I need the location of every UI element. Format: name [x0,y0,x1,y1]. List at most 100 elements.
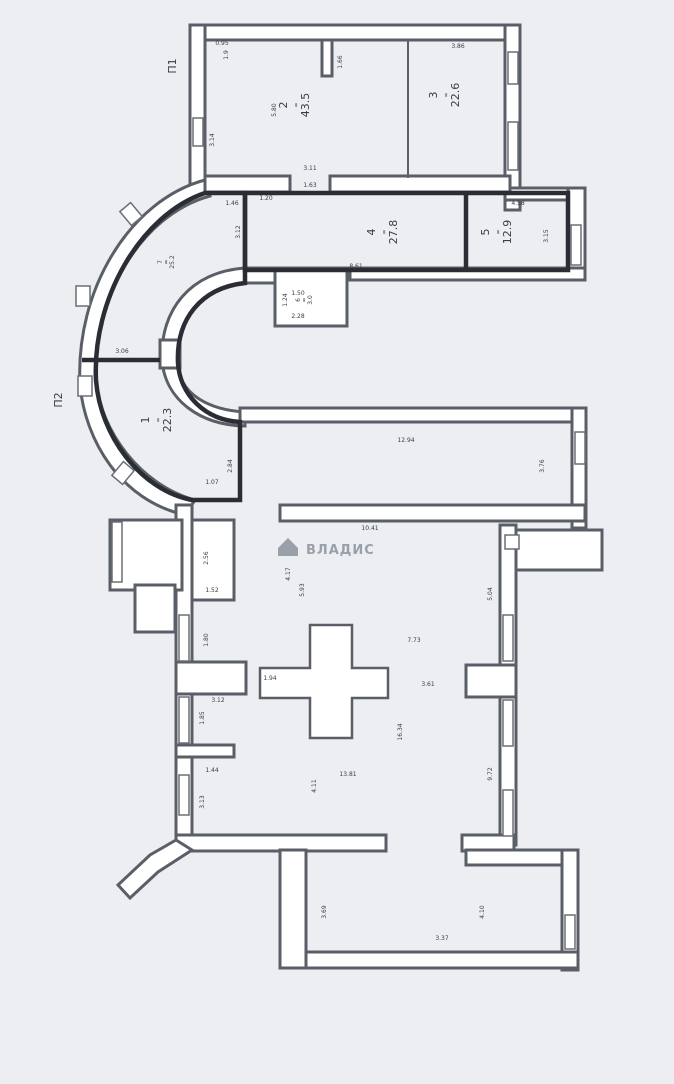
dimension-label: 1.52 [205,587,219,594]
small-room-6 [273,266,349,328]
porch-step [133,583,177,634]
cross-column [258,623,390,740]
wall [278,503,587,523]
dimension-label: 1.66 [337,55,344,69]
dimension-label: 3.61 [421,681,435,688]
room-sep: = [155,417,162,422]
dimension-label: 7.73 [407,637,421,644]
dimension-label: 16.34 [397,723,404,740]
window [111,521,123,583]
right-annex [514,528,604,572]
wall [238,406,587,424]
room-number: 6 [295,298,302,302]
wall-stub [464,663,518,699]
wall [278,848,308,970]
highlight-outline [82,190,571,503]
dimension-label: 1.80 [203,633,210,647]
window [110,460,136,486]
room-area: 3.0 [307,295,314,305]
room-sep: = [381,229,388,234]
window [564,914,576,950]
room-area: 22.6 [449,83,462,108]
dimension-label: 1.20 [259,195,273,202]
dimension-label: 3.12 [235,225,242,239]
window [574,431,586,465]
dimension-label: 10.41 [361,525,378,532]
floor-mark: П1 [166,58,179,73]
window [178,614,190,662]
dimension-label: 1.46 [225,200,239,207]
outer-walls [78,23,604,972]
highlight-rect [242,190,571,273]
dimension-label: 1.94 [263,675,277,682]
room-area: 43.5 [299,93,312,118]
wall [278,950,580,970]
room-area: 22.3 [161,408,174,433]
dimension-label: 2.56 [203,551,210,565]
dimension-label: 12.94 [397,437,414,444]
dimension-label: 3.15 [543,229,550,243]
room-sep: = [443,92,450,97]
dimension-label: 3.37 [435,935,449,942]
window [502,699,514,747]
wall [188,23,207,197]
window [570,224,582,266]
room-number: 1 [139,417,152,424]
dimension-label: 5.80 [271,103,278,117]
dimension-label: 3.86 [451,43,465,50]
dimension-label: 1.24 [282,293,289,307]
dimension-label: 4.10 [479,905,486,919]
window [178,696,190,744]
watermark-text: ВЛАДИС [306,543,375,558]
room-sep: = [293,102,300,107]
watermark-house-icon [278,538,298,556]
windows [75,51,586,950]
wall-stub [174,743,236,759]
dimension-label: 5.93 [299,583,306,597]
dimension-label: 8.61 [349,263,363,270]
dimension-label: 3.11 [303,165,317,172]
dimension-label: 1.50 [291,290,305,297]
dimension-label: 0.95 [215,40,229,47]
dimension-label: 4.17 [285,567,292,581]
window [502,789,514,837]
wall [320,38,334,78]
room-number: 2 [277,102,290,109]
window [192,117,204,147]
room-number: 3 [427,92,440,99]
dimension-label: 2.84 [227,459,234,473]
room-number: 4 [365,229,378,236]
room-sep: = [301,297,308,302]
dimension-label: 3.76 [539,459,546,473]
window [75,285,91,307]
dimension-label: 13.81 [339,771,356,778]
window [118,201,144,227]
wall-stub [174,660,248,696]
dimension-label: 9.72 [487,767,494,781]
dimension-label: 3.06 [115,348,129,355]
wall [464,848,578,867]
dimension-label: 4.58 [511,200,525,207]
wall [328,174,512,194]
partitions [82,38,518,759]
floor-mark: П2 [52,392,65,407]
room-area: 25.2 [169,255,176,269]
room-number: 5 [479,229,492,236]
window [77,375,93,397]
wall [203,174,292,194]
dimension-label: 3.12 [211,697,225,704]
window [507,51,519,85]
dimension-label: 1.85 [199,711,206,725]
dimension-label: 2.28 [291,313,305,320]
dimension-label: 5.04 [487,587,494,601]
highlight-arc [93,190,248,503]
room-number: 7 [157,260,164,264]
dimension-label: 4.11 [311,779,318,793]
angled-wall [115,838,195,901]
small-room [190,518,236,602]
room-area: 12.9 [501,220,514,245]
dimension-label: 3.13 [199,795,206,809]
dimension-label: 1.44 [205,767,219,774]
